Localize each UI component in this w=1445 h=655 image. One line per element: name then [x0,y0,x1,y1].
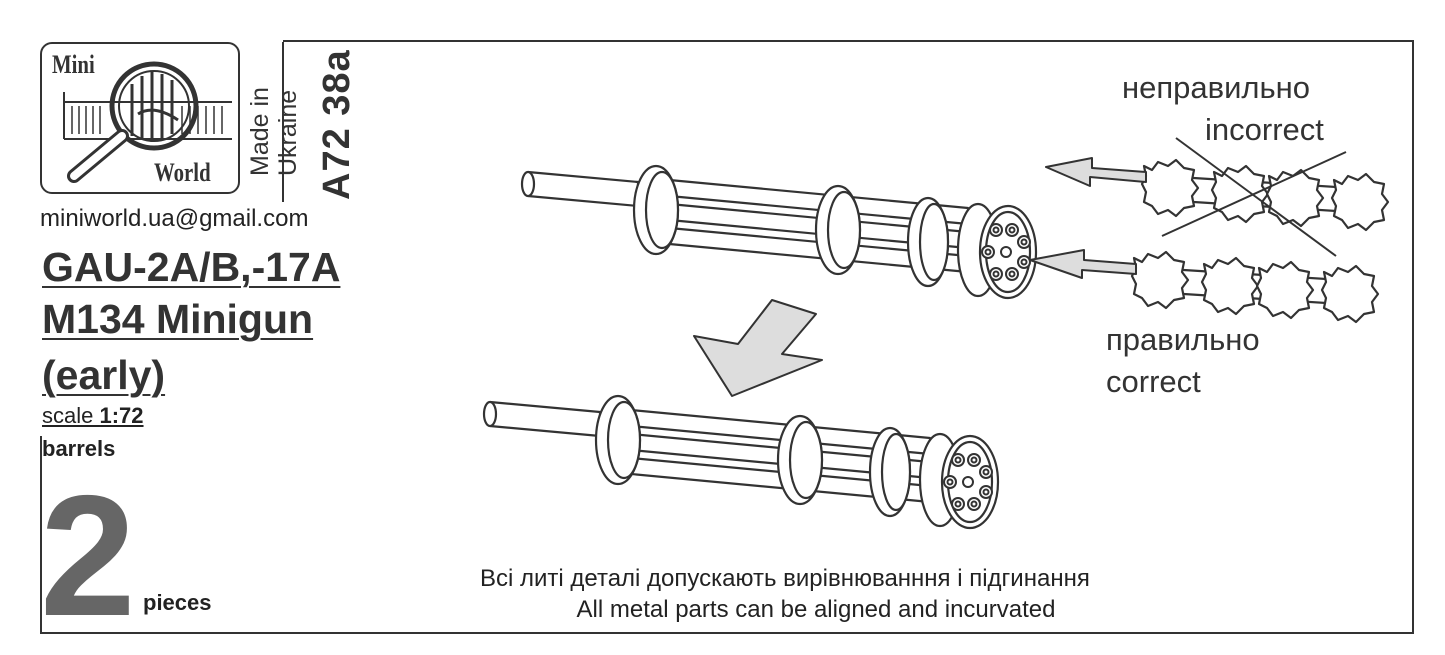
scale-label: scale 1:72 [42,403,144,429]
incorrect-label-ua: неправильно [1122,70,1311,105]
logo-text-bottom: World [154,158,211,187]
header-divider [282,42,284,202]
magnifier-icon [63,61,232,183]
scale-value: 1:72 [99,403,144,428]
scale-prefix: scale [42,403,100,428]
correct-label-en: correct [1106,364,1201,399]
contact-email: miniworld.ua@gmail.com [40,205,309,232]
arrow-left-icon [1045,157,1147,187]
arrow-down-icon [693,299,823,397]
clamp-incorrect [1140,158,1390,232]
part-name: barrels [42,436,116,461]
incorrect-label-en: incorrect [1205,112,1324,147]
assembly-top [520,164,1038,300]
brand-logo: Mini World [40,42,240,194]
arrow-left-icon-2 [1029,249,1137,279]
product-title-line-1: GAU-2A/B,-17A [42,244,341,290]
product-title-line-3: (early) [42,352,166,398]
product-title-line-2: M134 Minigun [42,296,314,342]
assembly-bottom [482,394,1000,530]
piece-count: 2 [40,460,136,652]
note-ukrainian: Всі литі деталі допускають вирівнюванння… [480,565,1090,592]
correct-label-ua: правильно [1106,322,1260,357]
clamp-correct [1130,250,1380,324]
note-english: All metal parts can be aligned and incur… [576,596,1056,623]
piece-count-unit: pieces [143,590,212,615]
cross-out-icon [1161,137,1347,257]
logo-text-top: Mini [52,50,95,79]
